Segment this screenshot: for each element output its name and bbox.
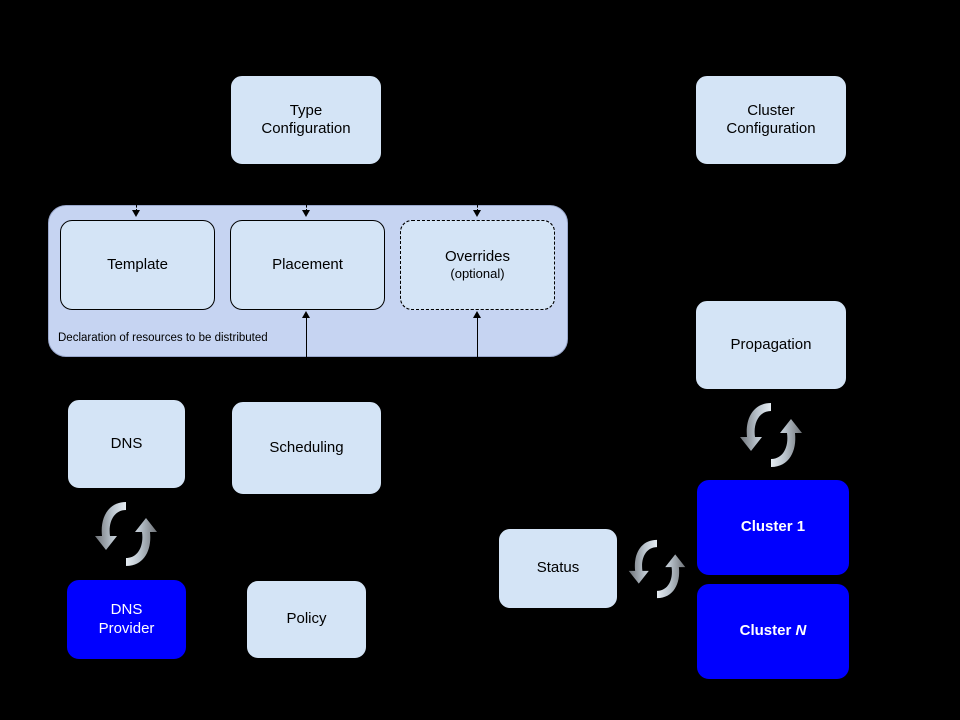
arrowhead-overrides-from-policy [473, 311, 481, 318]
group-caption: Declaration of resources to be distribut… [58, 332, 268, 344]
node-cluster-n-index: N [795, 622, 807, 640]
connector-typeconfig-to-overrides [477, 196, 478, 212]
sync-arrows-icon-propagation [737, 397, 805, 473]
node-cluster-1-label: Cluster 1 [740, 518, 806, 536]
node-cluster-1[interactable]: Cluster 1 [697, 480, 849, 575]
connector-typeconfig-to-template [136, 196, 137, 212]
node-cluster-n[interactable]: Cluster N [697, 584, 849, 679]
node-template[interactable]: Template [60, 220, 215, 310]
arrowhead-overrides-in [473, 210, 481, 217]
node-propagation[interactable]: Propagation [695, 300, 847, 390]
group-caption-divider [306, 316, 307, 357]
connector-typeconfig-to-placement [306, 196, 307, 212]
node-scheduling-label: Scheduling [269, 438, 344, 456]
node-status-label: Status [536, 559, 580, 577]
connector-policy-to-overrides [477, 316, 478, 401]
node-dns-label: DNS [110, 434, 143, 452]
node-cluster-n-prefix: Cluster [739, 622, 796, 640]
node-dns[interactable]: DNS [67, 399, 186, 489]
arrowhead-template-in [132, 210, 140, 217]
node-cluster-configuration-label: Cluster Configuration [726, 101, 816, 137]
node-policy-label: Policy [286, 610, 327, 628]
node-dns-provider-label: DNS Provider [98, 601, 155, 637]
node-status[interactable]: Status [498, 528, 618, 609]
node-scheduling[interactable]: Scheduling [231, 401, 382, 495]
node-type-configuration[interactable]: Type Configuration [230, 75, 382, 165]
sync-arrows-icon-status [626, 530, 688, 608]
node-overrides-label: Overrides (optional) [444, 247, 511, 282]
node-dns-provider[interactable]: DNS Provider [67, 580, 186, 659]
node-template-label: Template [107, 255, 168, 273]
connector-scheduling-to-placement [306, 316, 307, 401]
node-cluster-n-label: Cluster N [740, 622, 807, 640]
node-placement[interactable]: Placement [230, 220, 385, 310]
node-placement-label: Placement [272, 255, 343, 273]
node-policy[interactable]: Policy [246, 580, 367, 659]
arrowhead-placement-in [302, 210, 310, 217]
node-type-configuration-label: Type Configuration [261, 101, 351, 137]
group-section-divider [477, 316, 478, 357]
sync-arrows-icon-dns [92, 496, 160, 572]
node-cluster-configuration[interactable]: Cluster Configuration [695, 75, 847, 165]
node-overrides[interactable]: Overrides (optional) [400, 220, 555, 310]
node-propagation-label: Propagation [730, 335, 812, 353]
arrowhead-placement-from-scheduling [302, 311, 310, 318]
